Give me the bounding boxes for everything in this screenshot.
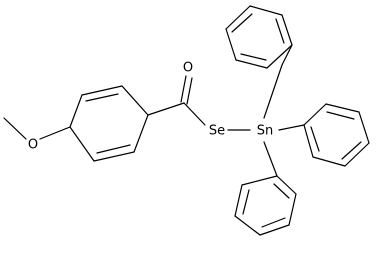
methyl-group bbox=[3, 117, 27, 140]
carbonyl-oxygen-label: O bbox=[183, 61, 193, 76]
phenyl-ring-bottom bbox=[234, 141, 297, 236]
carbonyl-group bbox=[147, 75, 206, 126]
methoxy-oxygen-label: O bbox=[28, 138, 38, 153]
selenium-label: Se bbox=[209, 124, 225, 139]
phenyl-ring-top bbox=[225, 5, 293, 119]
phenyl-ring-right bbox=[278, 103, 370, 167]
tin-label: Sn bbox=[257, 124, 274, 139]
methoxyphenyl-ring bbox=[39, 85, 149, 162]
